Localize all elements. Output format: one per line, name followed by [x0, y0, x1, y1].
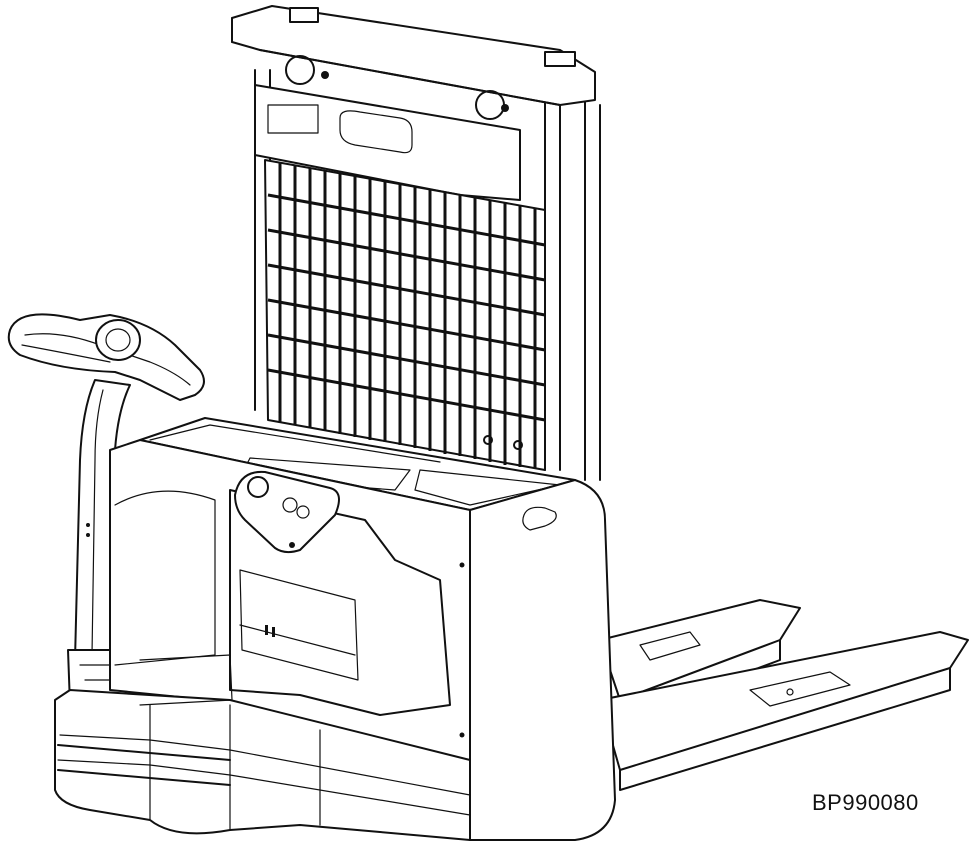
- bumper-base: [54, 654, 471, 841]
- end-plate: [469, 479, 616, 841]
- truck-body: [109, 417, 616, 841]
- tiller-arm: [7, 313, 205, 706]
- forks: [599, 599, 969, 791]
- load-guard-grid: [264, 159, 546, 471]
- fork-front: [599, 631, 969, 791]
- figure-reference-code: BP990080: [812, 790, 919, 815]
- carriage-plate: [254, 84, 521, 201]
- mast-top-crossbar: [231, 5, 596, 106]
